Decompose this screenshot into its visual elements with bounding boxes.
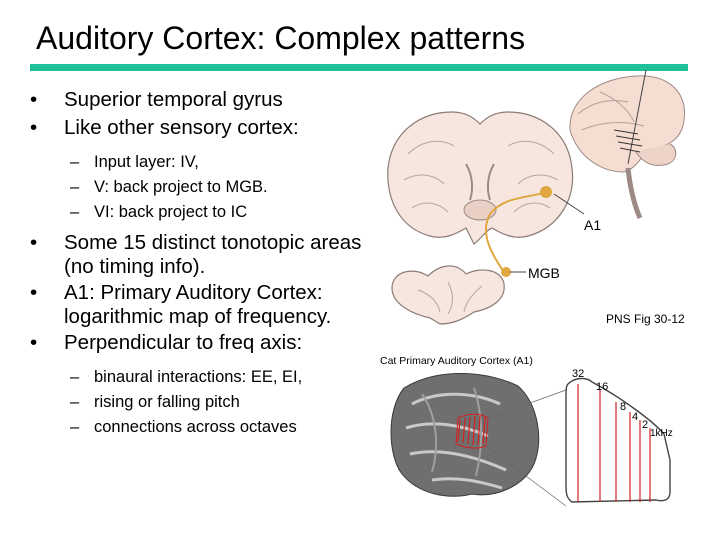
label-mgb: MGB xyxy=(528,265,560,281)
auditory-pathway-figure: A1 MGB Cat Primary Auditory Cortex (A1) … xyxy=(380,69,686,507)
sub-bullet-input-layer: Input layer: IV, xyxy=(30,150,390,175)
bullet-like-sensory-cortex: Like other sensory cortex: xyxy=(30,116,390,140)
bullet-tonotopic-areas: Some 15 distinct tonotopic areas (no tim… xyxy=(30,231,390,279)
lateral-brain-illustration xyxy=(569,69,686,219)
label-a1: A1 xyxy=(584,217,601,233)
cat-a1-caption: Cat Primary Auditory Cortex (A1) xyxy=(380,355,533,367)
bullet-perpendicular: Perpendicular to freq axis: xyxy=(30,331,390,355)
slide-title: Auditory Cortex: Complex patterns xyxy=(36,20,526,56)
bullet-list: Superior temporal gyrus Like other senso… xyxy=(30,88,390,440)
title-underline xyxy=(30,64,688,71)
freq-label-1khz: 1kHz xyxy=(650,428,673,439)
tonotopic-map: 32 16 8 4 2 1kHz xyxy=(565,368,673,503)
freq-label-4: 4 xyxy=(632,411,638,423)
bullet-a1-primary: A1: Primary Auditory Cortex: logarithmic… xyxy=(30,281,390,329)
coronal-brain-section xyxy=(387,111,574,245)
freq-label-8: 8 xyxy=(620,401,626,413)
cat-cortex-illustration xyxy=(390,373,567,507)
sub-bullet-pitch: rising or falling pitch xyxy=(30,390,390,415)
sub-bullet-binaural: binaural interactions: EE, EI, xyxy=(30,365,390,390)
freq-label-16: 16 xyxy=(596,381,608,393)
freq-label-32: 32 xyxy=(572,368,584,380)
figure-credit: PNS Fig 30-12 xyxy=(606,312,685,326)
auditory-projection-pathway xyxy=(485,191,547,273)
a1-site xyxy=(540,186,552,198)
freq-label-2: 2 xyxy=(642,419,648,431)
bullet-superior-temporal-gyrus: Superior temporal gyrus xyxy=(30,88,390,112)
sub-bullet-layer-vi: VI: back project to IC xyxy=(30,200,390,225)
brainstem-section xyxy=(391,265,505,325)
sub-bullet-layer-v: V: back project to MGB. xyxy=(30,175,390,200)
mgb-nucleus xyxy=(501,267,511,277)
sub-bullet-octaves: connections across octaves xyxy=(30,415,390,440)
